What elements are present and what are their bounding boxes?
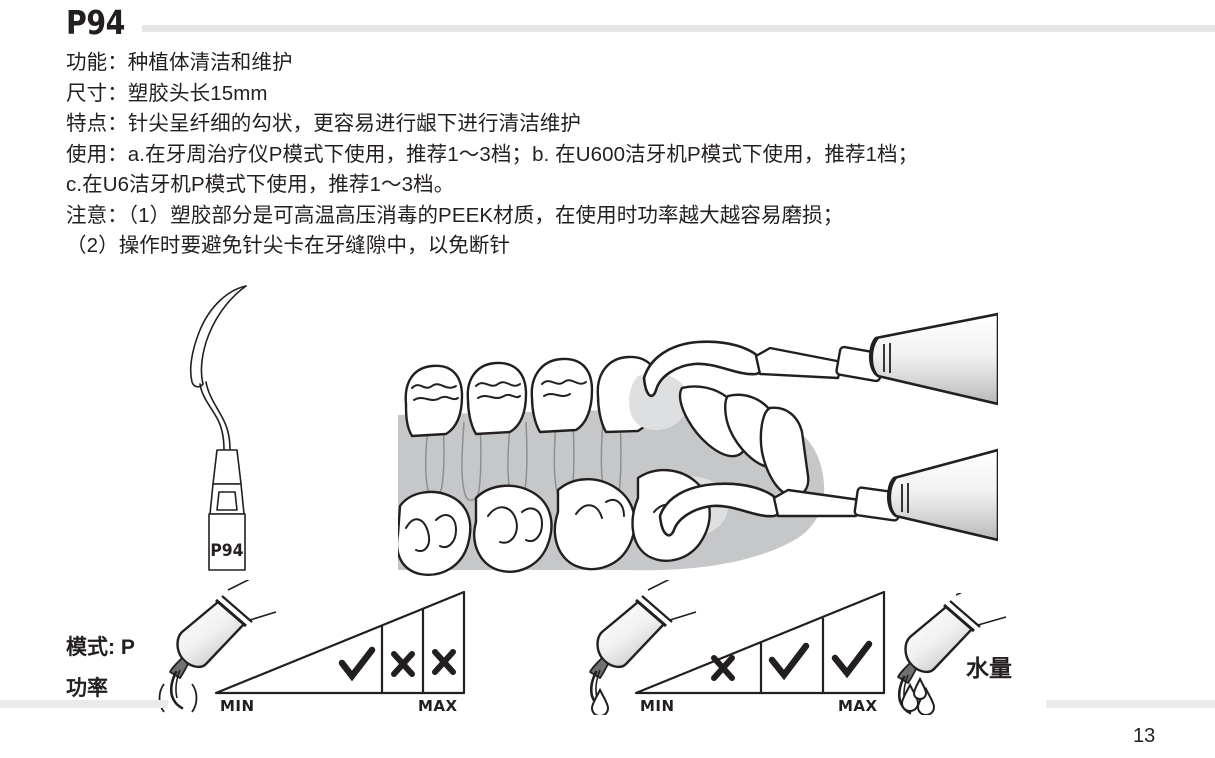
power-min-label: MIN bbox=[220, 697, 255, 715]
text-line-note-1: 注意：（1）塑胶部分是可高温高压消毒的PEEK材质，在使用时功率越大越容易磨损； bbox=[66, 203, 844, 227]
vibration-arcs-icon bbox=[158, 683, 198, 713]
water-max-label: MAX bbox=[838, 697, 878, 715]
text-line-features: 特点：针尖呈纤细的勾状，更容易进行龈下进行清洁维护 bbox=[66, 112, 581, 135]
scaler-tip-illustration: P94 bbox=[162, 278, 282, 578]
page-title: P94 bbox=[66, 3, 126, 42]
decor-bar-left bbox=[0, 700, 168, 708]
water-scale-group: MIN MAX bbox=[578, 577, 918, 718]
text-line-function: 功能：种植体清洁和维护 bbox=[66, 51, 293, 74]
decor-bar-right bbox=[1046, 700, 1215, 708]
power-scale-marks bbox=[338, 646, 456, 682]
tip-label: P94 bbox=[210, 540, 243, 560]
water-handpiece-group bbox=[890, 582, 1020, 717]
power-triangle bbox=[214, 590, 466, 695]
mode-label: 模式: P bbox=[66, 636, 135, 659]
page-number: 13 bbox=[1133, 725, 1156, 747]
handpiece-icon bbox=[169, 577, 277, 710]
text-line-usage-c: c.在U6洁牙机P模式下使用，推荐1～3档。 bbox=[66, 173, 455, 196]
water-min-label: MIN bbox=[640, 697, 675, 715]
treatment-illustration bbox=[398, 300, 998, 585]
text-line-size: 尺寸：塑胶头长15mm bbox=[66, 81, 268, 105]
description-block: 功能：种植体清洁和维护 尺寸：塑胶头长15mm 特点：针尖呈纤细的勾状，更容易进… bbox=[66, 48, 1186, 262]
water-drops-icon bbox=[900, 676, 936, 717]
water-amount-label: 水量 bbox=[966, 655, 1012, 681]
mode-power-labels: 模式: P 功率 bbox=[66, 627, 135, 709]
water-drop-icon bbox=[590, 687, 610, 718]
power-label: 功率 bbox=[66, 677, 108, 700]
power-scale-group: MIN MAX bbox=[158, 577, 488, 715]
water-scale-marks bbox=[711, 640, 873, 681]
power-max-label: MAX bbox=[418, 697, 458, 715]
text-line-note-2: （2）操作时要避免针尖卡在牙缝隙中，以免断针 bbox=[66, 234, 511, 257]
text-line-usage-a-b: 使用：a.在牙周治疗仪P模式下使用，推荐1～3档；b. 在U600洁牙机P模式下… bbox=[66, 142, 919, 166]
title-rule bbox=[142, 25, 1215, 32]
water-triangle bbox=[634, 590, 886, 695]
page-header: P94 bbox=[0, 0, 1215, 48]
settings-panel: 模式: P 功率 bbox=[0, 575, 1215, 718]
